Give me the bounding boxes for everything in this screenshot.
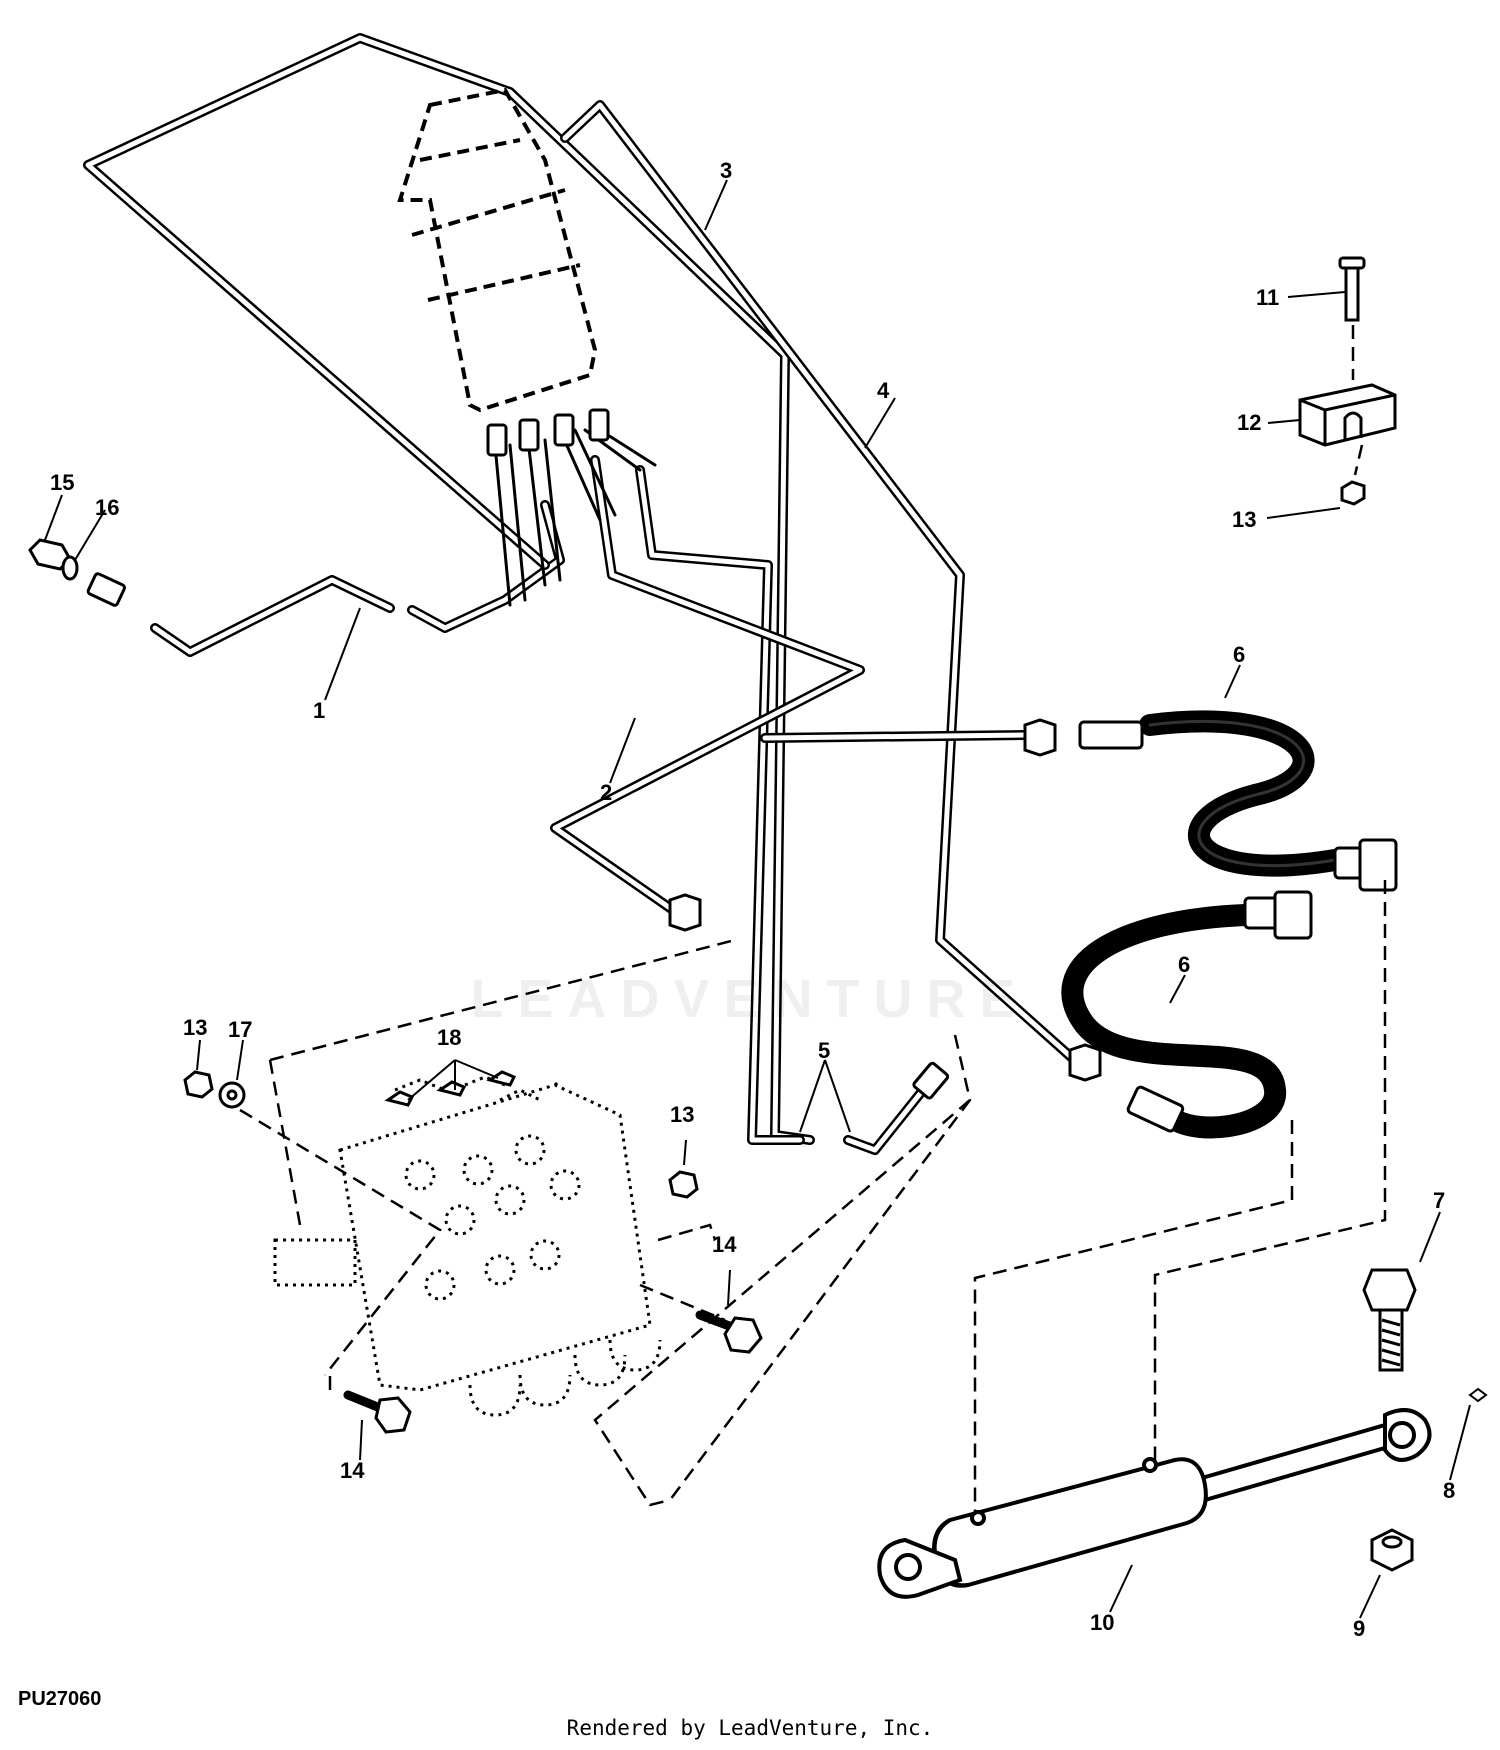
- callout-11: 11: [1256, 285, 1279, 310]
- clips-18: [384, 1070, 517, 1107]
- screw-14-right: [695, 1310, 763, 1354]
- callout-13-right: 13: [670, 1102, 694, 1127]
- callout-14-left: 14: [340, 1458, 365, 1483]
- assembly-lines: [239, 325, 1387, 1515]
- hydraulic-line-4: [560, 100, 1085, 1070]
- nut-13-right: [668, 1170, 699, 1199]
- callout-4: 4: [877, 378, 890, 403]
- screw-14-left: [343, 1390, 412, 1434]
- callout-17: 17: [228, 1017, 252, 1042]
- callout-13-top: 13: [1232, 507, 1256, 532]
- callout-3: 3: [720, 158, 732, 183]
- callout-6-lower: 6: [1178, 952, 1190, 977]
- callout-2: 2: [600, 780, 612, 805]
- callout-15: 15: [50, 470, 74, 495]
- hydraulic-line-horizontal: [760, 730, 1030, 743]
- hose-upper: [1139, 710, 1346, 877]
- callout-5: 5: [818, 1038, 830, 1063]
- loose-hardware: [183, 1070, 763, 1434]
- hydraulic-line-2: [550, 455, 865, 920]
- callout-18: 18: [437, 1025, 461, 1050]
- callout-6-upper: 6: [1233, 642, 1245, 667]
- clamp-assembly: [1298, 256, 1397, 506]
- callout-14-right: 14: [712, 1232, 737, 1257]
- callout-12: 12: [1237, 410, 1261, 435]
- watermark: LEADVENTURE: [470, 969, 1030, 1029]
- callout-7: 7: [1433, 1188, 1445, 1213]
- control-valve-upper: [397, 87, 598, 413]
- callout-8: 8: [1443, 1478, 1455, 1503]
- bolt-7: [1362, 1268, 1417, 1372]
- leader-lines: [44, 179, 1471, 1619]
- hydraulic-cylinder: [877, 1408, 1432, 1599]
- hydraulic-line-5: [635, 465, 940, 1155]
- nut-13-left: [183, 1070, 214, 1099]
- control-valve-lower: [273, 1075, 662, 1417]
- figure-id: PU27060: [18, 1688, 102, 1710]
- pin-8: [1468, 1387, 1488, 1403]
- callout-16: 16: [95, 495, 119, 520]
- callout-13-left: 13: [183, 1015, 207, 1040]
- callout-10: 10: [1090, 1610, 1114, 1635]
- hose-lower: [1061, 904, 1286, 1139]
- callouts: 1 2 3 4 5 6 6 7 8 9 10 11 12 13 13 13 14…: [50, 158, 1455, 1641]
- callout-9: 9: [1353, 1616, 1365, 1641]
- footer-credit: Rendered by LeadVenture, Inc.: [566, 1716, 934, 1740]
- callout-1: 1: [313, 698, 325, 723]
- hose-fittings: [28, 538, 1398, 1133]
- valve-fittings: [486, 408, 610, 457]
- nut-9: [1370, 1528, 1414, 1572]
